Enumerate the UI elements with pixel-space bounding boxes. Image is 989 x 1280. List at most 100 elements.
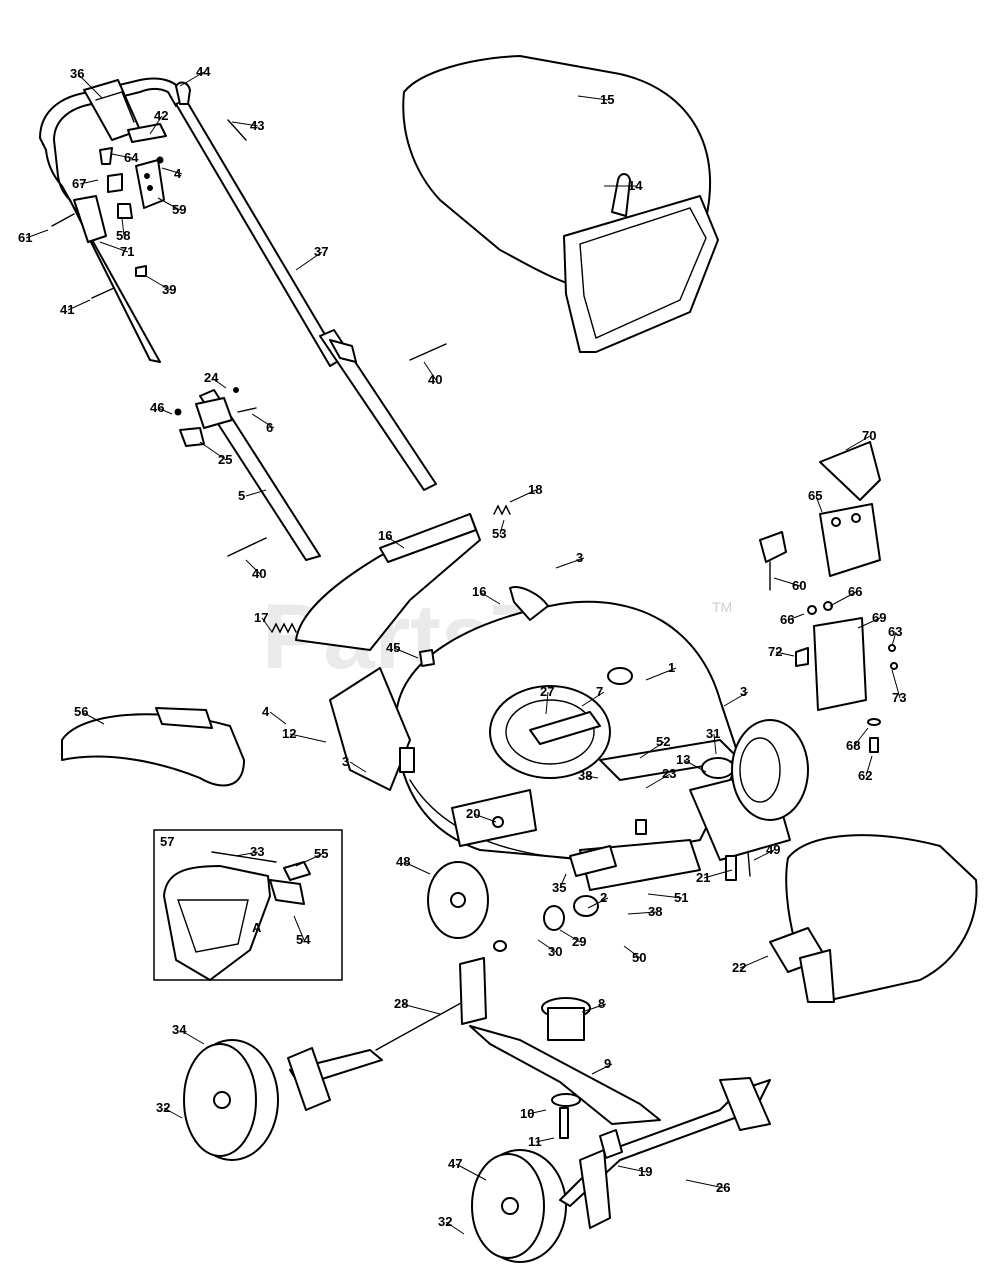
callout-leader-c66a (787, 613, 805, 621)
callout-leader-c3c (349, 761, 367, 773)
callout-label-c18: 18 (528, 482, 542, 497)
callout-label-c13: 13 (676, 752, 690, 767)
callout-leader-c32b (445, 1221, 465, 1235)
callout-leader-c32a (163, 1107, 183, 1119)
callout-label-c11: 11 (528, 1134, 542, 1149)
callout-leader-c5 (245, 489, 267, 497)
callout-label-c37: 37 (314, 244, 328, 259)
battery-parts (759, 441, 898, 753)
callout-label-c20: 20 (466, 806, 480, 821)
callout-label-c72: 72 (768, 644, 782, 659)
callout-label-c42: 42 (154, 108, 168, 123)
callout-leader-c42 (149, 115, 163, 135)
callout-label-c33: 33 (250, 844, 264, 859)
callout-leader-c13 (683, 759, 707, 773)
fasteners-handle (51, 119, 447, 557)
callout-leader-c6 (251, 413, 275, 429)
callout-leader-c3b (723, 691, 749, 707)
axles (287, 940, 771, 1229)
callout-label-c67: 67 (72, 176, 86, 191)
callout-label-c48: 48 (396, 854, 410, 869)
callout-leader-c40b (245, 559, 261, 575)
callout-label-c1: 1 (668, 660, 675, 675)
callout-leader-c36 (77, 73, 103, 99)
callout-label-c3a: 3 (576, 550, 583, 565)
callout-label-c71: 71 (120, 244, 134, 259)
callout-label-c9: 9 (604, 1056, 611, 1071)
callout-label-c16b: 16 (472, 584, 486, 599)
callout-label-c52: 52 (656, 734, 670, 749)
callout-leader-c71 (99, 241, 129, 253)
callout-leader-c16b (479, 591, 501, 605)
callout-label-c3c: 3 (342, 754, 349, 769)
callout-leader-c26 (685, 1179, 725, 1189)
callout-leader-c24 (211, 377, 227, 389)
callout-label-c45: 45 (386, 640, 400, 655)
callout-leader-c35 (559, 873, 567, 889)
rear-baffle (295, 513, 549, 651)
callout-label-c41: 41 (60, 302, 74, 317)
watermark-tm: TM (712, 599, 732, 615)
callout-leader-c48 (403, 861, 431, 875)
callout-leader-c50 (623, 945, 641, 959)
springs (271, 504, 511, 634)
callout-label-c65: 65 (808, 488, 822, 503)
side-discharge-chute (61, 707, 245, 787)
callout-label-c6: 6 (266, 420, 273, 435)
callout-leader-c40a (423, 361, 437, 381)
callout-leader-c22 (739, 955, 769, 969)
callout-leader-c30 (537, 939, 557, 953)
callout-leader-c20 (473, 813, 497, 823)
callout-leader-c19 (617, 1165, 647, 1173)
callout-label-c59: 59 (172, 202, 186, 217)
callout-leader-c33 (235, 851, 259, 857)
callout-leader-c47 (455, 1163, 487, 1181)
callout-leader-c41 (67, 299, 91, 311)
callout-label-c14: 14 (628, 178, 643, 193)
callout-label-c32a: 32 (156, 1100, 170, 1115)
callout-label-c44: 44 (196, 64, 211, 79)
callout-leader-c38b (627, 911, 657, 915)
callout-label-c43: 43 (250, 118, 264, 133)
callout-leader-c28 (401, 1003, 441, 1015)
callout-label-c58: 58 (116, 228, 130, 243)
callout-leader-c21 (703, 869, 733, 879)
callout-leader-c8 (581, 1003, 607, 1013)
callout-label-c29: 29 (572, 934, 586, 949)
callout-label-c4a: 4 (174, 166, 182, 181)
callout-leader-c46 (157, 407, 173, 415)
callout-leader-c10 (527, 1109, 547, 1115)
callout-leader-c61 (25, 229, 49, 239)
callout-leader-c1 (645, 667, 677, 681)
callout-leader-c15 (577, 95, 609, 101)
callout-leader-c9 (591, 1063, 613, 1075)
callout-label-c21: 21 (696, 870, 710, 885)
callout-label-c4b: 4 (262, 704, 270, 719)
callout-label-c30: 30 (548, 944, 562, 959)
callout-label-c8: 8 (598, 996, 605, 1011)
callout-leader-c29 (559, 929, 581, 943)
callout-label-c66a: 66 (780, 612, 794, 627)
wheels (183, 719, 809, 1263)
inset-number: 57 (160, 834, 174, 849)
callout-leader-c37 (295, 251, 323, 271)
callout-leader-c60 (773, 577, 801, 587)
callout-label-c25: 25 (218, 452, 232, 467)
callout-label-c61: 61 (18, 230, 32, 245)
callout-label-c38a: 38 (578, 768, 592, 783)
callout-leader-c62 (865, 755, 873, 777)
callout-leader-c65 (815, 495, 823, 513)
callout-leader-c17 (261, 617, 273, 633)
callout-leader-c16a (385, 535, 405, 549)
callout-leader-c53 (499, 519, 505, 535)
callout-label-c70: 70 (862, 428, 876, 443)
callout-label-c56: 56 (74, 704, 88, 719)
callout-label-c34: 34 (172, 1022, 187, 1037)
callout-label-c35: 35 (552, 880, 566, 895)
callout-label-c51: 51 (674, 890, 688, 905)
callout-leader-c51 (647, 893, 683, 899)
callout-leader-c68 (853, 727, 869, 747)
callout-leader-c63 (891, 631, 897, 647)
callout-label-c19: 19 (638, 1164, 652, 1179)
